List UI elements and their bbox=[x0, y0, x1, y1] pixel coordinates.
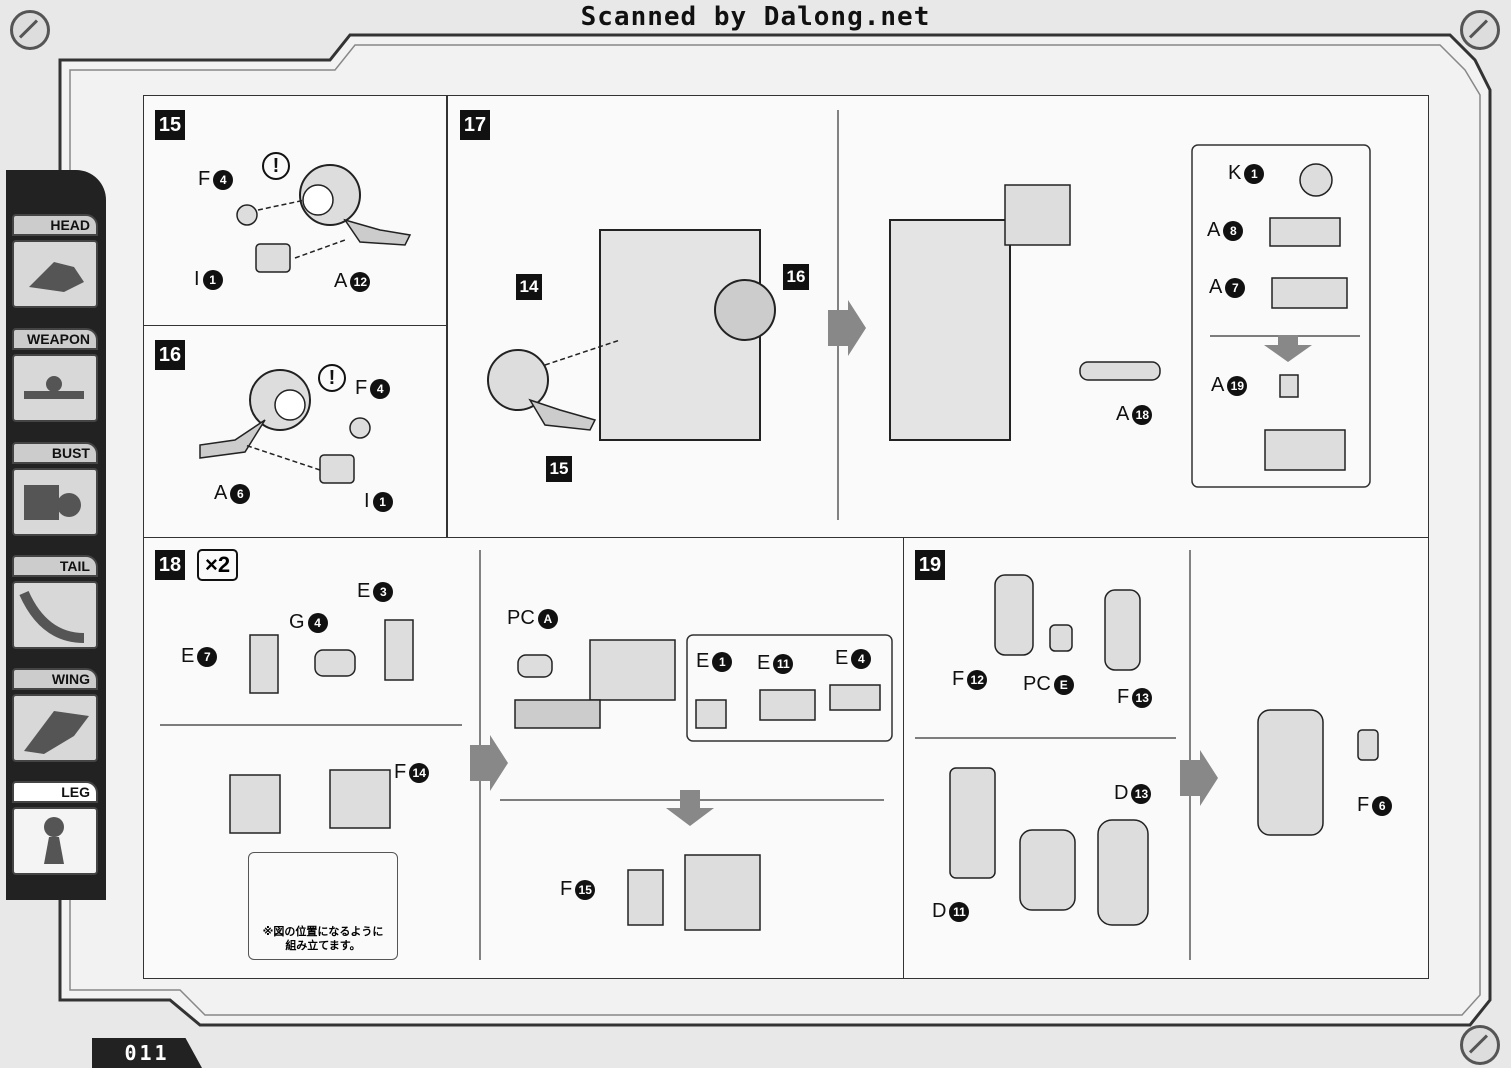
corner-screw-top-right-icon bbox=[1460, 10, 1500, 50]
warning-icon: ! bbox=[318, 364, 346, 392]
step-17-callout-16: 16 bbox=[783, 264, 809, 290]
step-19-number: 19 bbox=[915, 550, 945, 580]
step-17-callout-14: 14 bbox=[516, 274, 542, 300]
tail-icon bbox=[12, 581, 98, 649]
tab-wing-label: WING bbox=[12, 668, 98, 690]
leg-icon bbox=[12, 807, 98, 875]
scan-credit: Scanned by Dalong.net bbox=[580, 2, 931, 32]
step-16-panel bbox=[143, 325, 447, 539]
corner-screw-bottom-right-icon bbox=[1460, 1025, 1500, 1065]
tab-leg-label: LEG bbox=[12, 781, 98, 803]
warning-icon: ! bbox=[262, 152, 290, 180]
step-17-callout-15: 15 bbox=[546, 456, 572, 482]
corner-screw-top-left-icon bbox=[10, 10, 50, 50]
tab-wing[interactable]: WING bbox=[12, 668, 98, 762]
assembly-note-line-2: 組み立てます。 bbox=[285, 940, 361, 952]
tab-leg[interactable]: LEG bbox=[12, 781, 98, 875]
step-19-panel bbox=[903, 537, 1429, 979]
tab-head[interactable]: HEAD bbox=[12, 214, 98, 308]
step-18-number: 18 bbox=[155, 550, 185, 580]
tab-tail-label: TAIL bbox=[12, 555, 98, 577]
page-number: 011 bbox=[92, 1038, 202, 1068]
assembly-note-line-1: ※図の位置になるように bbox=[262, 926, 384, 938]
tab-bust[interactable]: BUST bbox=[12, 442, 98, 536]
step-15-number: 15 bbox=[155, 110, 185, 140]
step-15-panel bbox=[143, 95, 447, 327]
wing-icon bbox=[12, 694, 98, 762]
tab-head-label: HEAD bbox=[12, 214, 98, 236]
tab-tail[interactable]: TAIL bbox=[12, 555, 98, 649]
assembly-note: ※図の位置になるように組み立てます。 bbox=[248, 852, 398, 960]
bust-icon bbox=[12, 468, 98, 536]
weapon-icon bbox=[12, 354, 98, 422]
head-icon bbox=[12, 240, 98, 308]
tab-weapon-label: WEAPON bbox=[12, 328, 98, 350]
step-16-number: 16 bbox=[155, 340, 185, 370]
tab-weapon[interactable]: WEAPON bbox=[12, 328, 98, 422]
step-18-multiplier: ×2 bbox=[197, 549, 239, 581]
step-17-number: 17 bbox=[460, 110, 490, 140]
tab-bust-label: BUST bbox=[12, 442, 98, 464]
